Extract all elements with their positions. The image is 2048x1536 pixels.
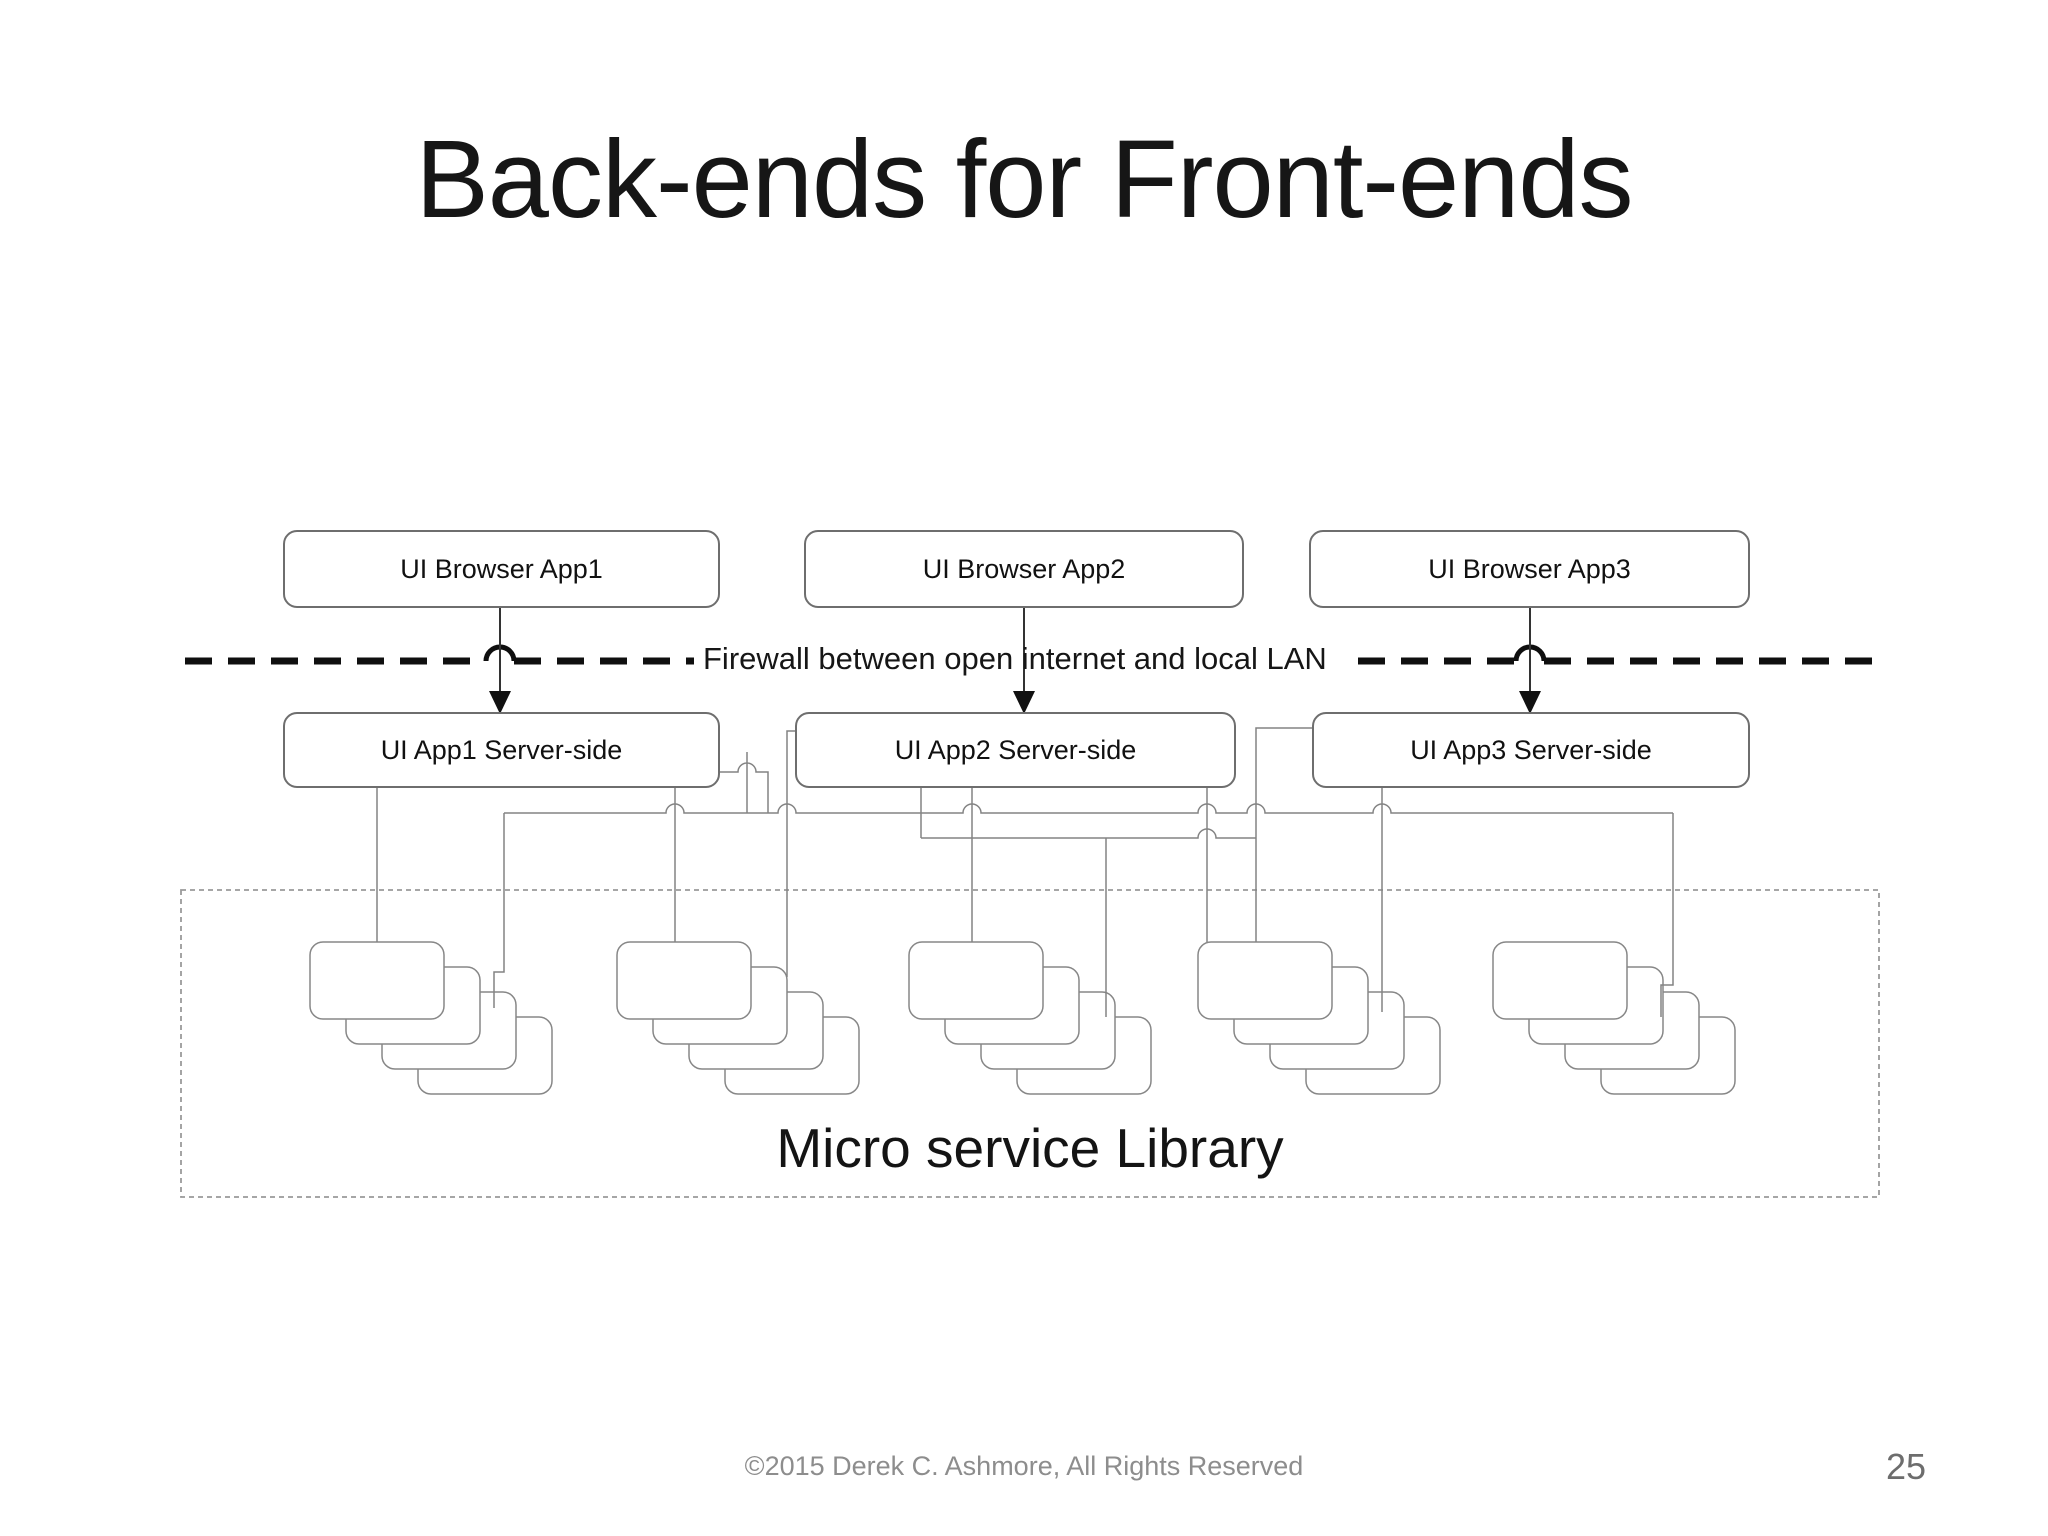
server-app2-label: UI App2 Server-side [894,734,1137,765]
server-app1-label: UI App1 Server-side [380,734,623,765]
connector-line [786,730,795,977]
browser-app3-box: UI Browser App3 [1309,530,1750,608]
microservice-card [1197,941,1333,1020]
browser-app3-label: UI Browser App3 [1428,553,1631,584]
microservice-stack-3 [908,941,1152,1095]
server-app3-box: UI App3 Server-side [1312,712,1750,788]
microservice-stack-4 [1197,941,1441,1095]
microservice-stack-2 [616,941,860,1095]
microservice-card [616,941,752,1020]
page-number: 25 [1886,1446,1927,1487]
firewall-label: Firewall between open internet and local… [703,641,1327,676]
down-arrow-icon [1519,608,1541,714]
server-app1-box: UI App1 Server-side [283,712,720,788]
microservice-stack-1 [309,941,553,1095]
server-app3-label: UI App3 Server-side [1410,734,1652,765]
page-title: Back-ends for Front-ends [415,118,1633,241]
browser-app2-box: UI Browser App2 [804,530,1244,608]
connector-lines [376,727,1674,1017]
microservice-card [1492,941,1628,1020]
browser-app1-label: UI Browser App1 [400,553,603,584]
microservice-stack-5 [1492,941,1736,1095]
browser-to-server-arrows [489,608,1541,714]
arrow-head [489,691,511,714]
server-app2-box: UI App2 Server-side [795,712,1236,788]
connector-bus [921,828,1256,839]
browser-app1-box: UI Browser App1 [283,530,720,608]
down-arrow-icon [489,608,511,714]
microservice-card [908,941,1044,1020]
connector-line [1660,813,1674,1017]
connector-line [493,813,505,1008]
connector-line [720,762,769,813]
arrow-head [1519,691,1541,714]
library-label: Micro service Library [776,1117,1284,1179]
microservice-library-container [180,889,1880,1198]
connector-bus [504,803,1673,814]
browser-app2-label: UI Browser App2 [922,553,1126,584]
microservice-card [309,941,445,1020]
connector-line [1255,727,1312,942]
arrow-head [1013,691,1035,714]
footer-copyright: ©2015 Derek C. Ashmore, All Rights Reser… [744,1451,1304,1481]
down-arrow-icon [1013,608,1035,714]
